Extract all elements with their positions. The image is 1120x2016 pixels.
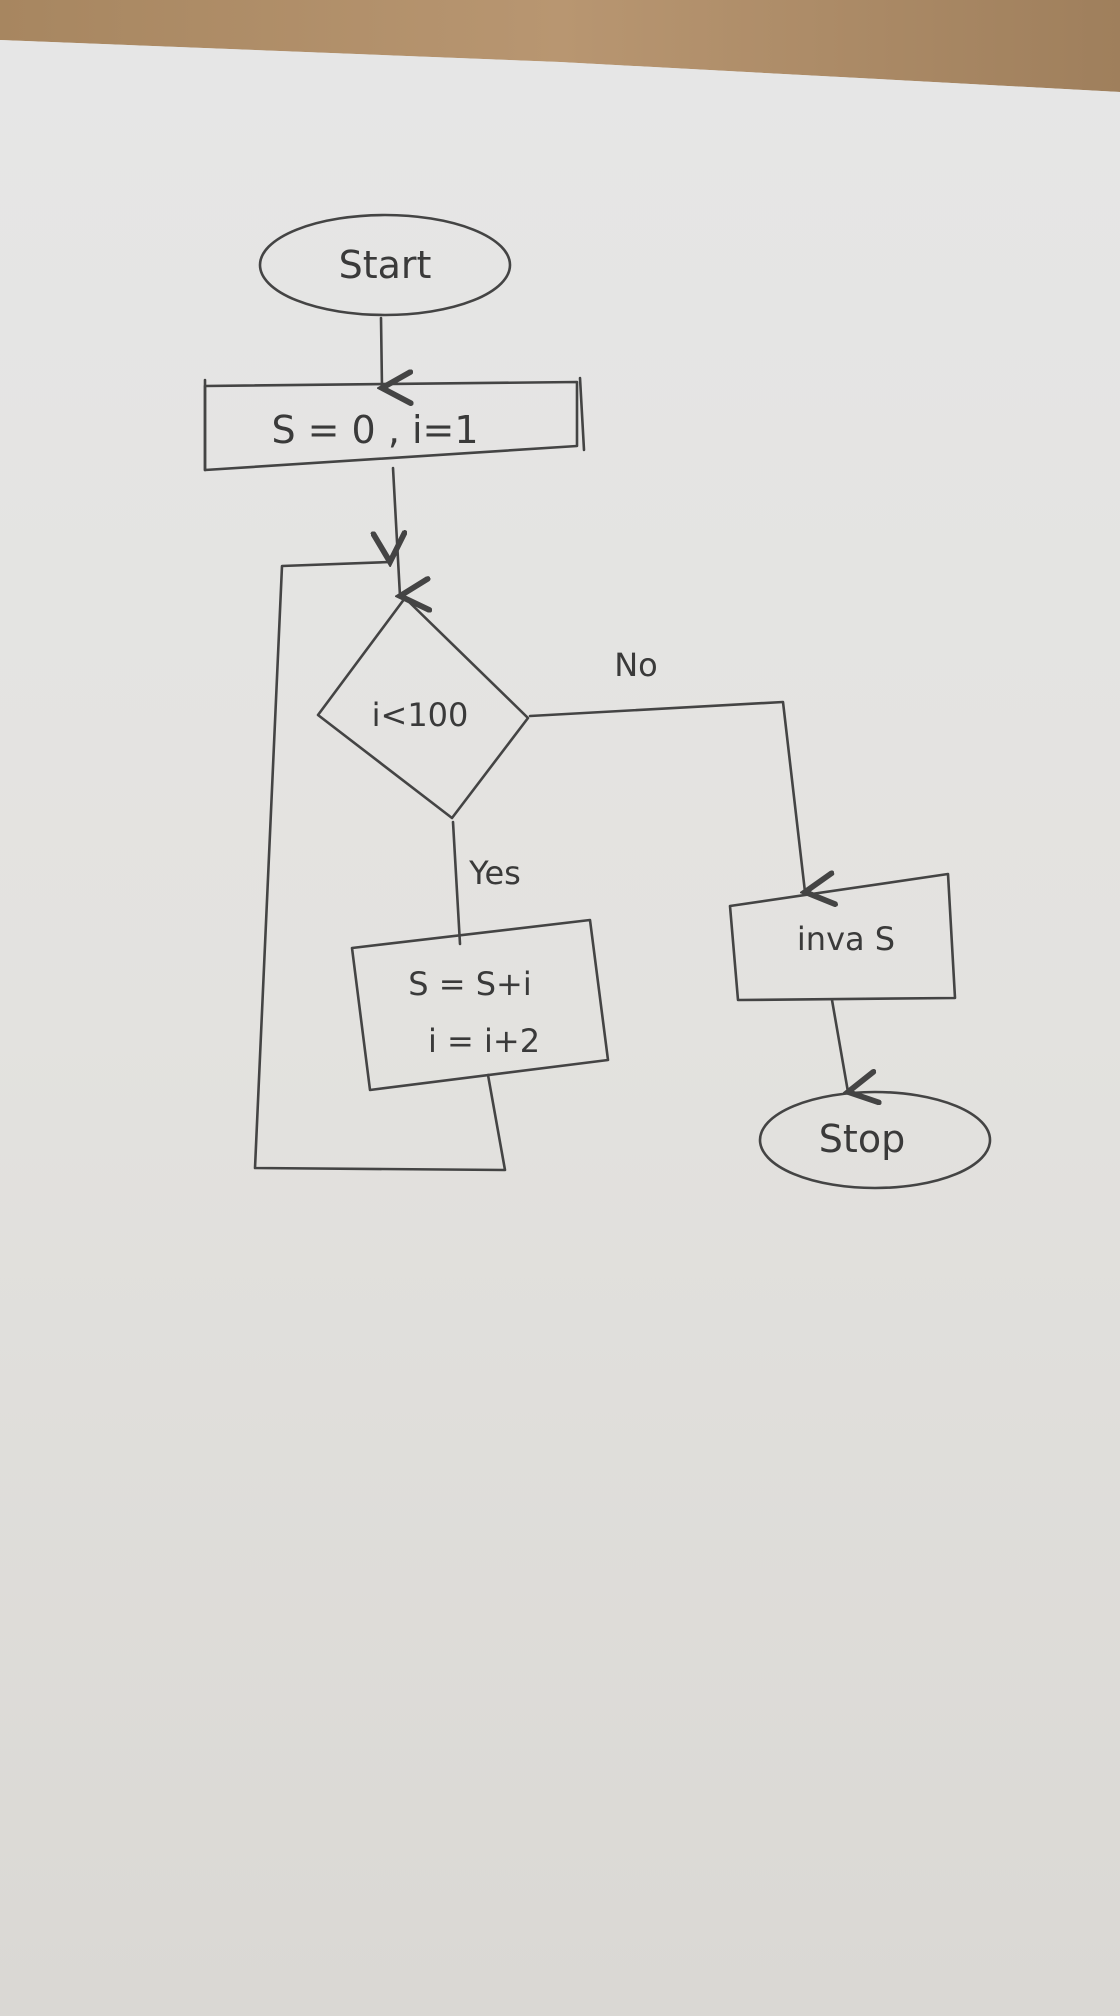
edge-decision-no xyxy=(528,700,805,892)
paper-sheet xyxy=(0,40,1120,2016)
edge-loop-back xyxy=(253,562,507,1172)
no-label: No xyxy=(614,646,658,684)
table-surface xyxy=(0,0,1120,92)
edge-decision-yes xyxy=(451,820,462,946)
edge-start-to-init xyxy=(381,316,382,388)
stop-label: Stop xyxy=(819,1117,905,1161)
stop-node: Stop xyxy=(758,1090,992,1190)
yes-label: Yes xyxy=(468,854,521,892)
body-line-2: i = i+2 xyxy=(428,1022,540,1060)
init-label: S = 0 , i=1 xyxy=(271,408,478,452)
edge-output-to-stop xyxy=(830,998,848,1092)
body-line-1: S = S+i xyxy=(408,965,531,1003)
output-node: inva S xyxy=(728,872,957,1002)
decision-label: i<100 xyxy=(372,696,469,734)
init-node: S = 0 , i=1 xyxy=(203,376,586,472)
output-label: inva S xyxy=(797,920,895,958)
decision-node: i<100 xyxy=(316,596,530,820)
start-label: Start xyxy=(339,243,432,287)
start-node: Start xyxy=(258,213,512,317)
body-node: S = S+i i = i+2 xyxy=(350,918,610,1092)
